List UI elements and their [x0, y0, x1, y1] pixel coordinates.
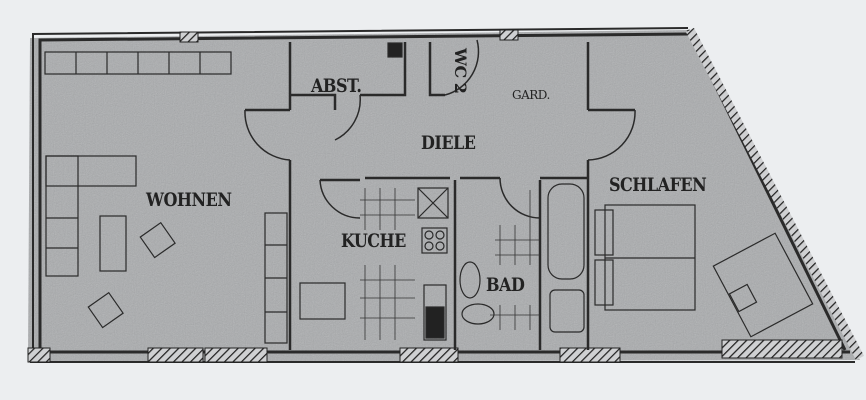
floor-area: [28, 30, 860, 362]
interior-walls: [245, 42, 635, 350]
wall-piers: [27, 29, 843, 363]
room-label-schlafen: SCHLAFEN: [609, 173, 707, 196]
room-label-diele: DIELE: [421, 131, 476, 154]
furniture: [44, 42, 814, 344]
room-label-wc: WC 2: [451, 48, 470, 94]
room-label-bad: BAD: [486, 273, 525, 296]
room-label-gard: GARD.: [512, 88, 550, 102]
room-label-kuche: KUCHE: [341, 229, 406, 252]
room-label-wohnen: WOHNEN: [146, 188, 232, 211]
tile-grids: [360, 188, 540, 340]
door-swings: [244, 39, 636, 219]
room-label-abst: ABST.: [311, 74, 362, 97]
